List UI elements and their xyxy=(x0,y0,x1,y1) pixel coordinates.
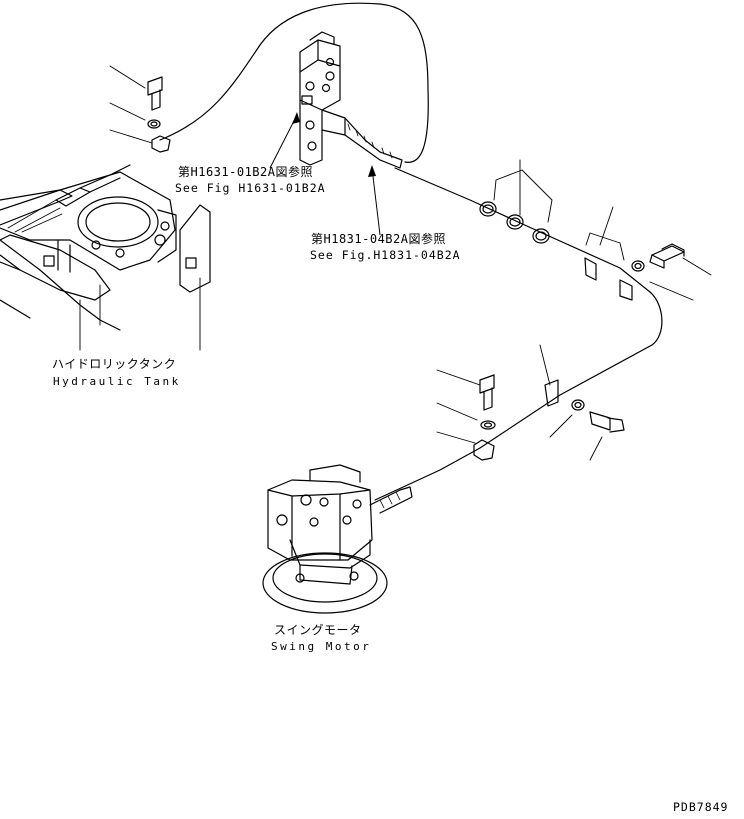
small-parts-left xyxy=(147,76,171,153)
hydraulic-tank xyxy=(0,164,211,331)
swing-motor-label-jp: スイングモータ xyxy=(274,623,362,637)
swing-motor-label-en: Swing Motor xyxy=(271,640,372,653)
ref-valve-en: See Fig H1631-01B2A xyxy=(175,181,326,195)
small-parts-center xyxy=(473,374,496,461)
control-valve xyxy=(299,31,403,169)
leader-lines xyxy=(79,65,712,461)
hydraulic-tank-label-en: Hydraulic Tank xyxy=(53,375,181,388)
bracket-and-bolt-right xyxy=(584,232,685,301)
hose-clamps xyxy=(479,169,553,244)
small-parts-right xyxy=(544,379,625,433)
pipe-curve-down xyxy=(374,291,663,501)
ref-valve-jp: 第H1631-01B2A図参照 xyxy=(178,165,313,179)
hose-tank-to-valve xyxy=(159,2,429,163)
hydraulic-tank-label-jp: ハイドロリックタンク xyxy=(52,357,177,371)
ref-hose-en: See Fig.H1831-04B2A xyxy=(310,248,461,262)
ref-hose-jp: 第H1831-04B2A図参照 xyxy=(311,232,446,246)
swing-motor xyxy=(262,464,413,614)
drawing-number: PDB7849 xyxy=(673,800,729,814)
